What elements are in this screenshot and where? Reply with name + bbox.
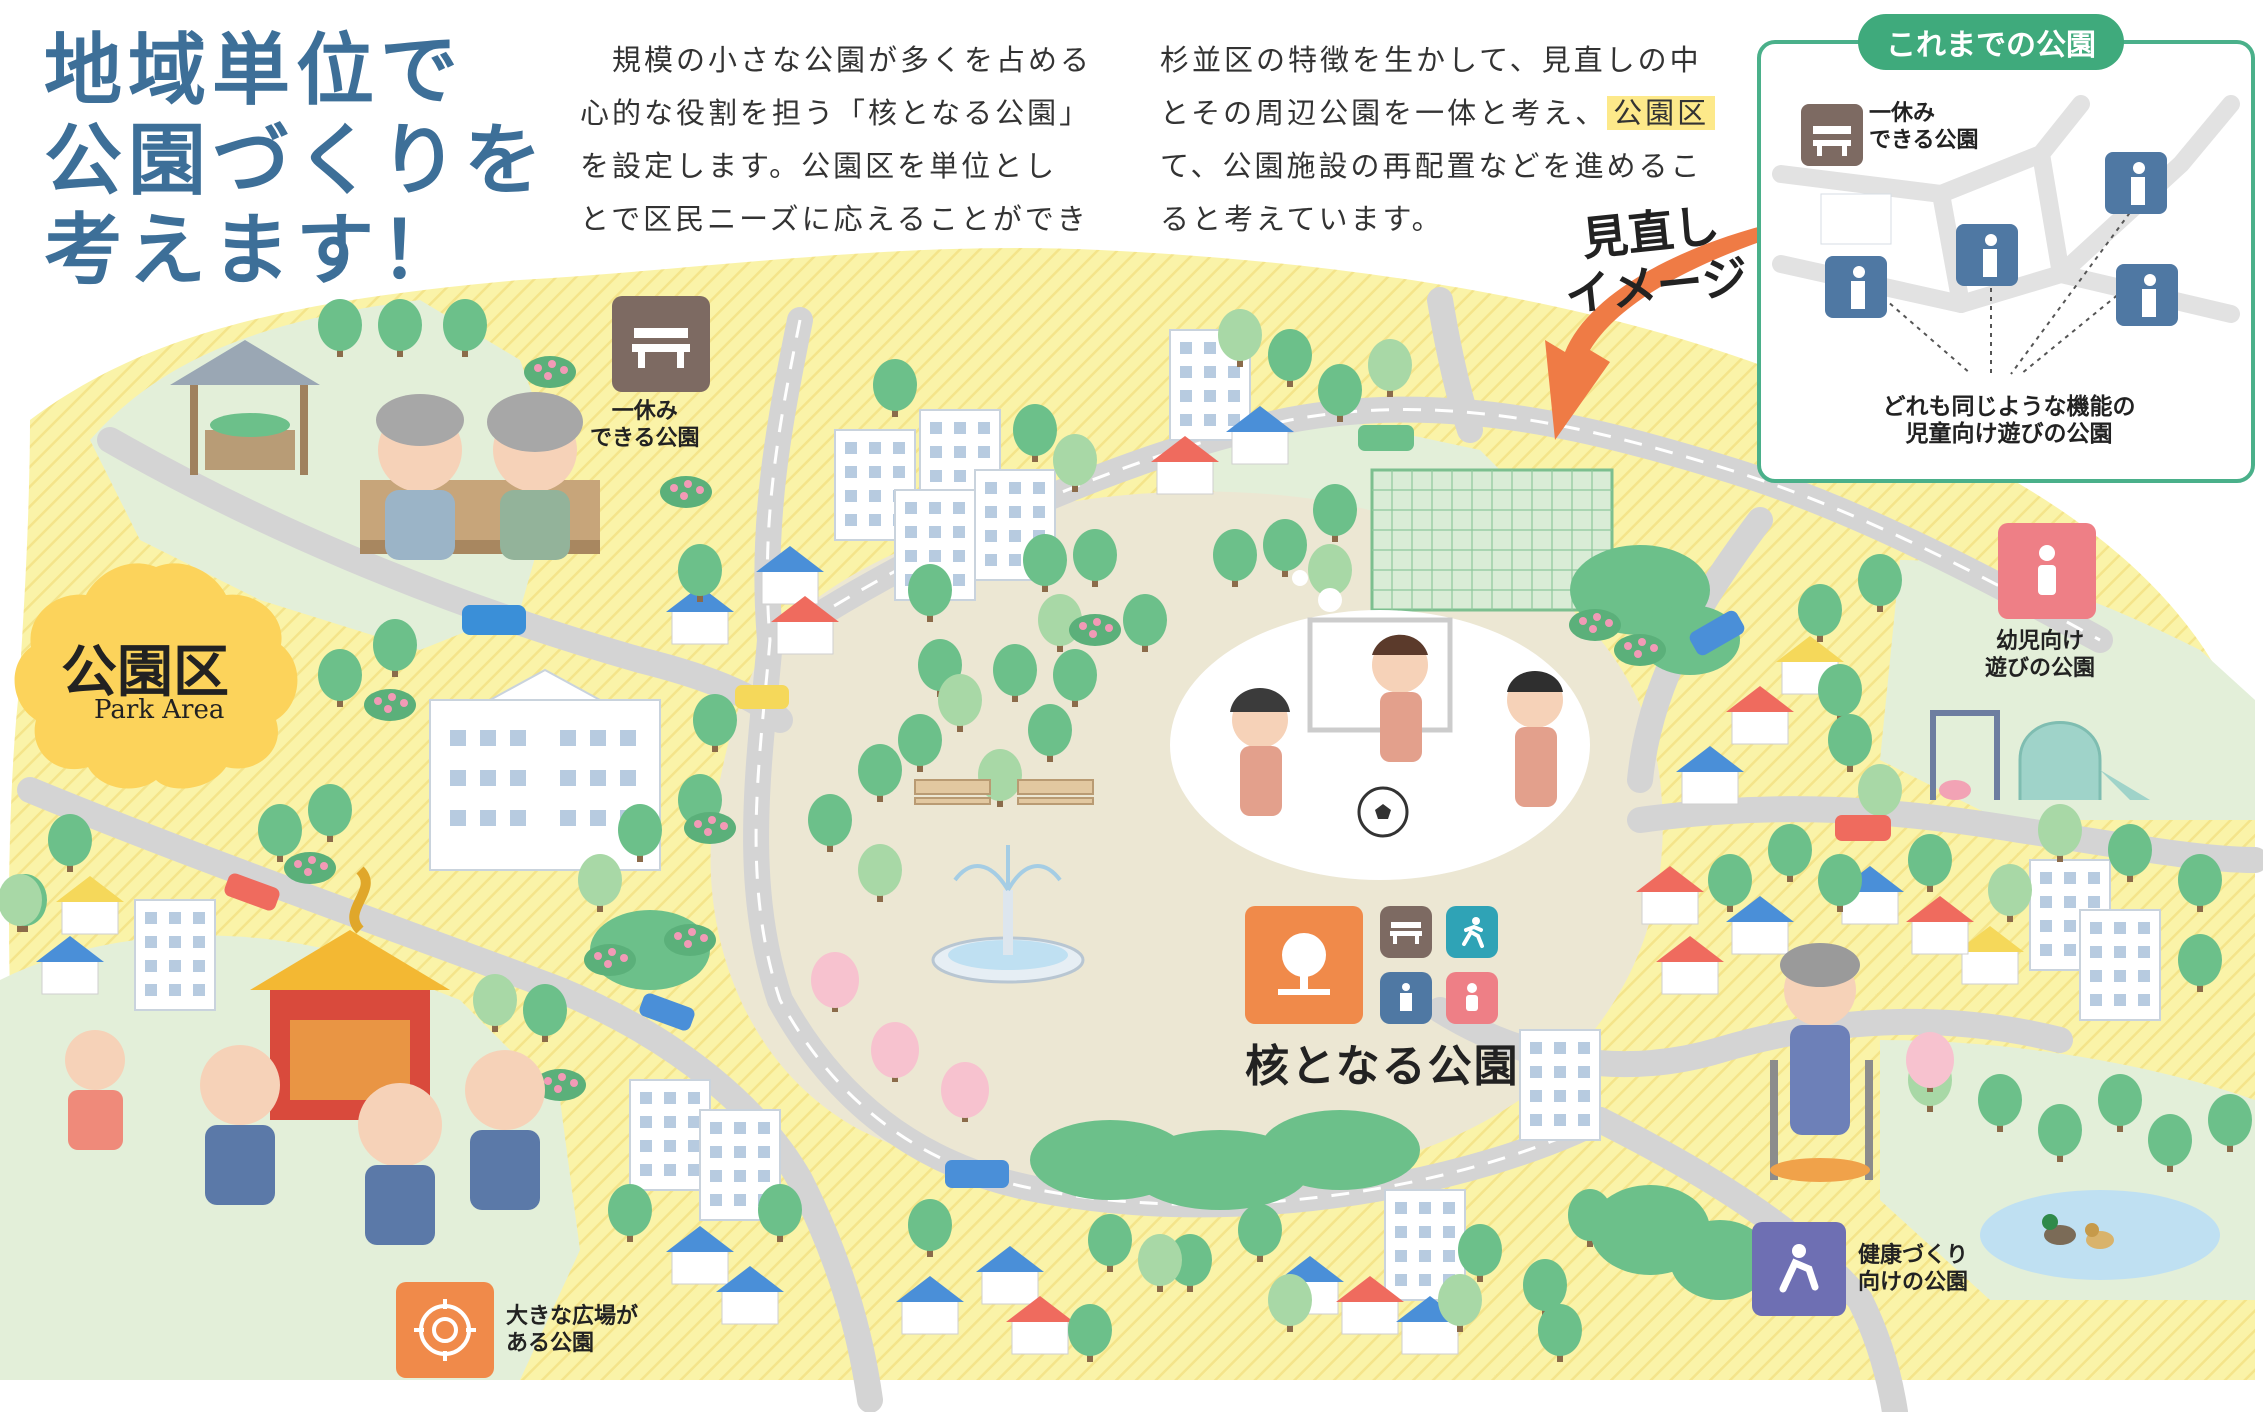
rest-park-line-2: できる公園 <box>590 426 700 451</box>
intro-col1-line: 規模の小さな公園が多くを占める <box>580 43 1093 77</box>
rest-park-line-1: 一休み <box>611 399 678 424</box>
play-icon <box>1380 972 1432 1024</box>
intro-col2-line: ると考えています。 <box>1160 202 1444 236</box>
intro-col1-line: とで区民ニーズに応えることができ <box>580 202 1089 236</box>
heading-line-2: 公園づくりを <box>44 116 549 206</box>
inset-rest-line-1: 一休み <box>1869 101 1936 126</box>
bench-icon <box>1801 104 1863 166</box>
exercise-elder <box>1770 943 1873 1182</box>
core-park-label: 核となる公園 <box>1245 1041 1520 1092</box>
soccer-bubble <box>1170 570 1590 880</box>
intro-column-1: 規模の小さな公園が多くを占める 心的な役割を担う「核となる公園」 を設定します。… <box>580 34 1120 246</box>
inset-caption-line-2: 児童向け遊びの公園 <box>1905 421 2113 447</box>
inset-caption: どれも同じような機能の 児童向け遊びの公園 <box>1859 394 2159 448</box>
infant-icon <box>1998 523 2096 619</box>
infant-park-line-1: 幼児向け <box>1996 629 2085 654</box>
intro-col1-line: 心的な役割を担う「核となる公園」 <box>580 96 1092 130</box>
inset-rest-label: 一休み できる公園 <box>1869 100 1979 154</box>
plaza-park-line-2: ある公園 <box>506 1331 595 1356</box>
intro-col2-text: とその周辺公園を一体と考え、 <box>1160 96 1608 130</box>
park-area-en: Park Area <box>94 695 225 725</box>
heading-line-1: 地域単位で <box>44 26 465 116</box>
rest-park-label: 一休み できる公園 <box>590 398 700 452</box>
inset-title: これまでの公園 <box>1858 14 2124 70</box>
plaza-park-line-1: 大きな広場が <box>506 1304 639 1329</box>
gazebo-area <box>170 340 600 560</box>
intro-column-2: 杉並区の特徴を生かして、見直しの中 とその周辺公園を一体と考え、公園区 て、公園… <box>1160 34 1716 246</box>
intro-col2-line: とその周辺公園を一体と考え、公園区 <box>1160 87 1716 140</box>
infant-icon <box>1446 972 1498 1024</box>
intro-col2-line: て、公園施設の再配置などを進めるこ <box>1160 149 1703 183</box>
inset-caption-line-1: どれも同じような機能の <box>1882 394 2136 420</box>
badge-shape <box>14 563 298 789</box>
park-area-jp: 公園区 <box>61 640 229 705</box>
fountain <box>931 845 1085 984</box>
page-heading: 地域単位で 公園づくりを 考えます！ <box>44 26 548 296</box>
review-image-label: 見直し イメージ <box>1557 196 1751 322</box>
bench-icon <box>1380 906 1432 958</box>
park-area-highlight: 公園区 <box>1607 96 1716 130</box>
park-area-badge: 公園区 Park Area <box>6 555 306 795</box>
inset-map <box>1772 95 2240 375</box>
review-arrow <box>1545 218 1795 440</box>
plaza-icon <box>396 1282 494 1378</box>
festival-group <box>65 866 545 1245</box>
intro-col2-line: 杉並区の特徴を生かして、見直しの中 <box>1160 43 1702 77</box>
pond <box>1980 1190 2220 1280</box>
previous-parks-inset: 一休み できる公園 どれも同じような機能の 児童向け遊びの公園 <box>1757 40 2255 483</box>
health-park-line-1: 健康づくり <box>1858 1243 1969 1268</box>
intro-col1-line: を設定します。公園区を単位とし <box>580 149 1058 183</box>
playground <box>1930 710 2150 800</box>
health-park-line-2: 向けの公園 <box>1858 1270 1969 1295</box>
running-icon <box>1446 906 1498 958</box>
health-park-label: 健康づくり 向けの公園 <box>1858 1242 1968 1296</box>
bench-icon <box>612 296 710 392</box>
heading-line-3: 考えます！ <box>44 206 465 296</box>
play-icon <box>1825 152 2178 326</box>
health-icon <box>1752 1222 1846 1316</box>
tree-icon <box>1245 906 1363 1024</box>
plaza-park-label: 大きな広場が ある公園 <box>506 1303 638 1357</box>
infant-park-line-2: 遊びの公園 <box>1985 656 2096 681</box>
inset-rest-line-2: できる公園 <box>1869 128 1979 153</box>
infant-park-label: 幼児向け 遊びの公園 <box>1985 628 2095 682</box>
